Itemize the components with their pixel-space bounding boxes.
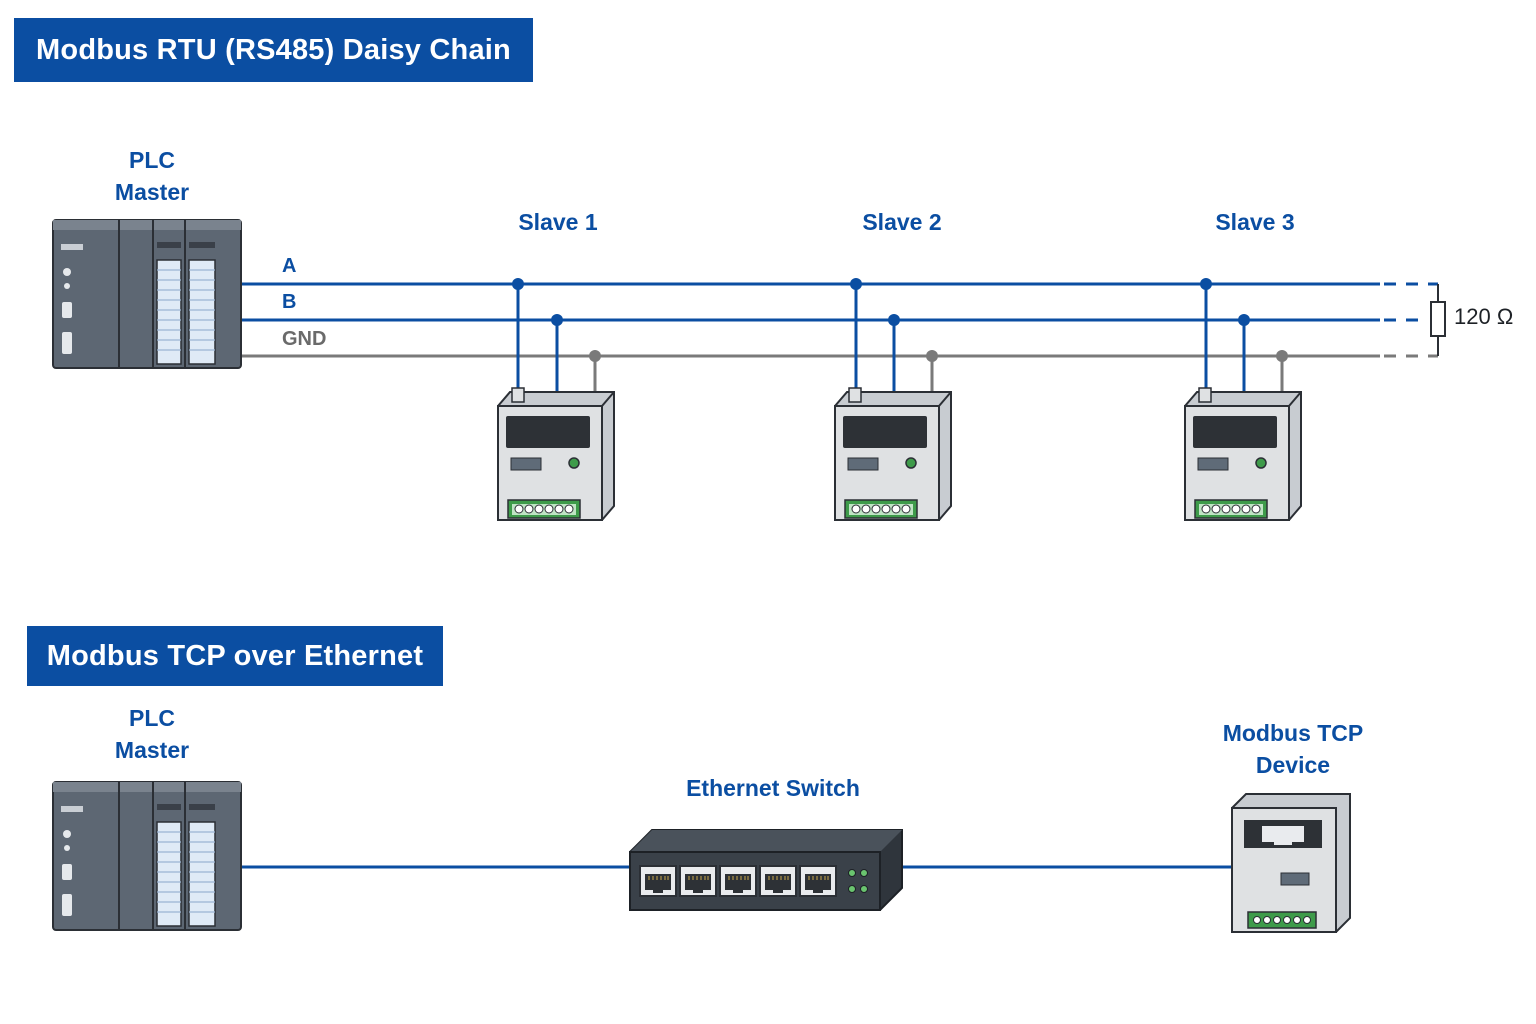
modbus-tcp-device [1231, 793, 1351, 933]
device-label-line2: Device [1255, 752, 1331, 778]
plc-label-line1: PLC [129, 147, 175, 173]
slave-2-device [834, 387, 952, 521]
slave-3-label: Slave 3 [1215, 209, 1295, 235]
ethernet-switch-label: Ethernet Switch [686, 775, 860, 801]
rtu-section-title: Modbus RTU (RS485) Daisy Chain [14, 18, 533, 82]
slave-2-drops [850, 278, 938, 392]
wire-b-label: B [282, 291, 297, 313]
slave-1-device [497, 387, 615, 521]
plc-label-line2: Master [114, 179, 190, 205]
modbus-tcp-device-label: Modbus TCP Device [1198, 717, 1388, 781]
terminator-label: 120 Ω [1454, 304, 1514, 329]
slave-2-label: Slave 2 [862, 209, 942, 235]
device-label-line1: Modbus TCP [1222, 720, 1364, 746]
plc-master-tcp-label: PLC Master [92, 702, 212, 766]
tcp-section-title: Modbus TCP over Ethernet [27, 626, 443, 686]
rs485-bus [242, 282, 1438, 358]
slave-3-drops [1200, 278, 1288, 392]
slave-1-drops [512, 278, 601, 392]
plc-master-rtu-label: PLC Master [92, 144, 212, 208]
termination-resistor [1430, 284, 1446, 356]
plc-master-tcp [52, 781, 242, 931]
slave-1-label: Slave 1 [518, 209, 598, 235]
plc-label-line2: Master [114, 737, 190, 763]
wire-gnd-label: GND [282, 328, 327, 350]
plc-label-line1: PLC [129, 705, 175, 731]
wire-a-label: A [282, 255, 297, 277]
slave-3-device [1184, 387, 1302, 521]
ethernet-switch [629, 829, 903, 911]
plc-master-rtu [52, 219, 242, 369]
